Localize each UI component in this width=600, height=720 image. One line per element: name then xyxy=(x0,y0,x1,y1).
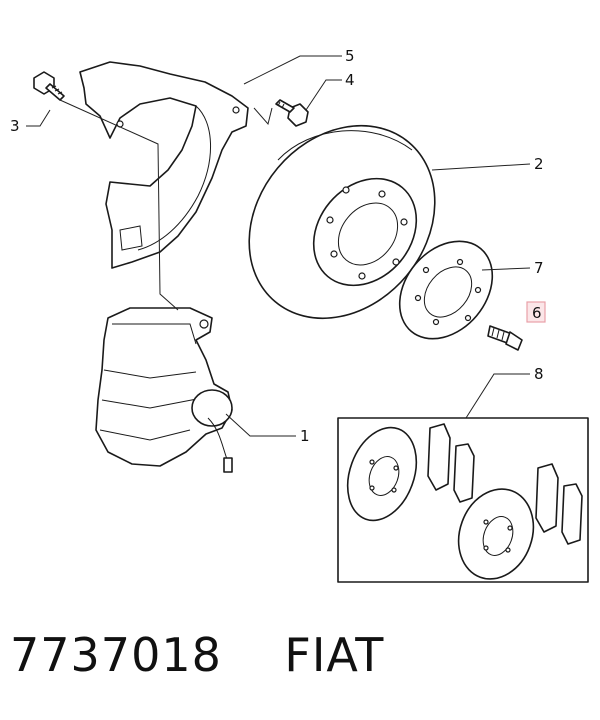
callout-5: 5 xyxy=(345,47,355,65)
shim-plate xyxy=(398,240,494,340)
bolt-3 xyxy=(33,71,65,101)
dust-shield xyxy=(79,61,249,269)
stud-6 xyxy=(487,325,523,351)
callout-6-box: 6 xyxy=(526,301,546,323)
disc-pad-kit xyxy=(337,417,589,583)
callout-8: 8 xyxy=(534,365,544,383)
brake-caliper xyxy=(95,307,233,473)
bolt-4 xyxy=(275,99,309,127)
callout-3: 3 xyxy=(10,117,20,135)
callout-2: 2 xyxy=(534,155,544,173)
leader-lines xyxy=(26,55,531,437)
brake-disc xyxy=(248,124,436,320)
part-number-caption: 7737018 FIAT xyxy=(10,628,385,682)
callout-4: 4 xyxy=(345,71,355,89)
callout-1: 1 xyxy=(300,427,310,445)
callout-6: 6 xyxy=(532,304,542,322)
callout-7: 7 xyxy=(534,259,544,277)
